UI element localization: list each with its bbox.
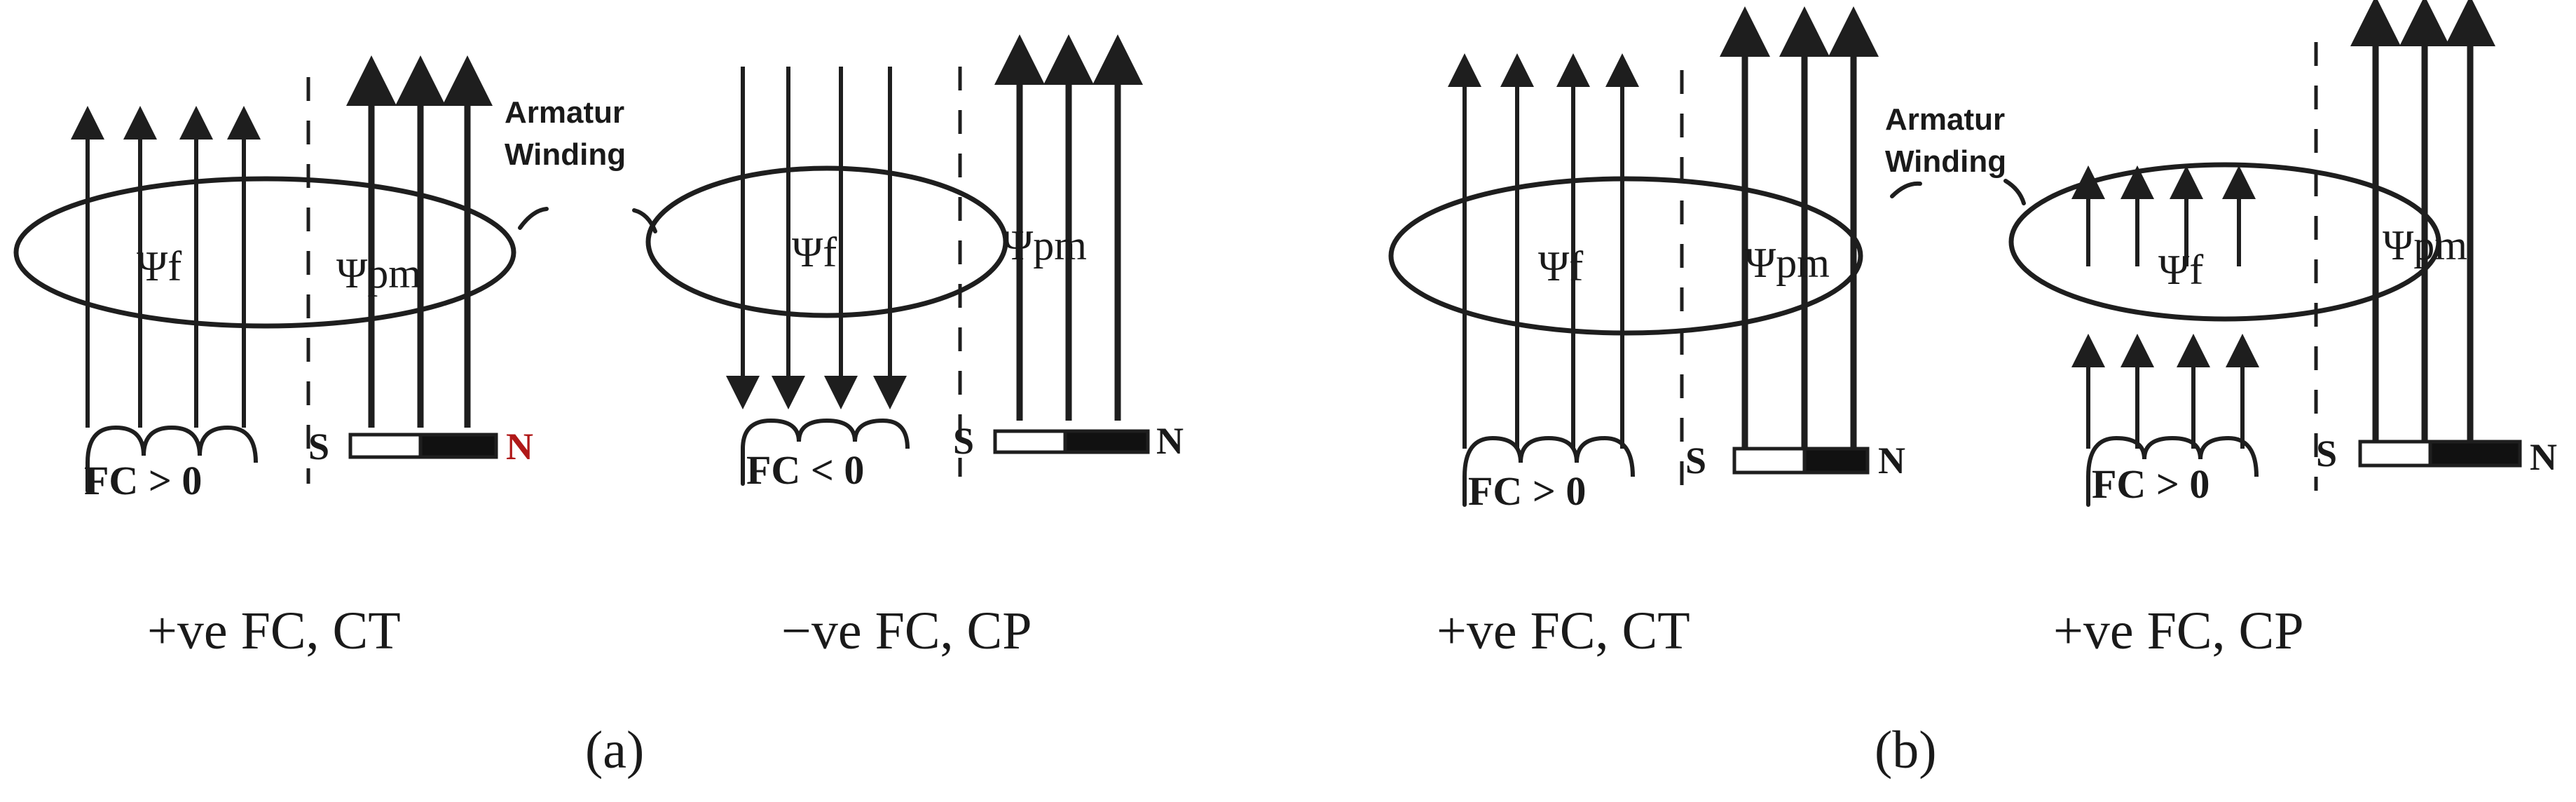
panel-4: S N Ψf Ψpm FC > 0 [2008, 0, 2557, 507]
caption-1: +ve FC, CT [147, 602, 401, 660]
fc-label-2: FC < 0 [746, 447, 864, 493]
sublabel-a: (a) [585, 721, 644, 780]
caption-3: +ve FC, CT [1437, 602, 1690, 660]
armature-label-line2: Winding [505, 137, 626, 172]
fc-label-3: FC > 0 [1468, 468, 1586, 514]
psi-pm-3: Ψpm [1745, 240, 1830, 286]
pole-n-1: N [506, 426, 533, 468]
armature-label-line1-b: Armatur [1885, 102, 2005, 137]
psi-f-2: Ψf [792, 229, 837, 276]
armature-lead-1 [518, 207, 549, 230]
armature-label-line1: Armatur [505, 95, 624, 130]
fc-label-4: FC > 0 [2092, 461, 2210, 507]
armature-label-line2-b: Winding [1885, 144, 2006, 179]
armature-lead-4 [2003, 179, 2026, 205]
psi-pm-2: Ψpm [1002, 222, 1087, 269]
pole-n-3: N [1878, 440, 1905, 482]
psi-f-3: Ψf [1538, 243, 1583, 290]
sublabel-b: (b) [1875, 721, 1937, 780]
pole-s-1: S [308, 426, 329, 468]
psi-pm-1: Ψpm [336, 250, 421, 297]
pole-n-2: N [1156, 420, 1184, 462]
armature-lead-3 [1890, 181, 1922, 198]
caption-4: +ve FC, CP [2053, 602, 2304, 660]
pole-n-4: N [2530, 436, 2557, 478]
pole-s-2: S [953, 420, 974, 462]
psi-pm-4: Ψpm [2383, 222, 2467, 269]
armature-lead-2 [632, 208, 657, 233]
fc-label-1: FC > 0 [84, 458, 202, 503]
pole-s-4: S [2316, 433, 2337, 475]
panel-2: S N Ψf Ψpm FC < 0 [645, 34, 1184, 493]
caption-2: −ve FC, CP [781, 602, 1032, 660]
pole-s-3: S [1685, 440, 1706, 482]
psi-f-1: Ψf [137, 243, 181, 290]
panel-1: S N Ψf Ψpm FC > 0 [13, 55, 533, 503]
psi-f-4: Ψf [2158, 247, 2203, 293]
panel-3: S N Ψf Ψpm FC > 0 [1388, 6, 1905, 514]
